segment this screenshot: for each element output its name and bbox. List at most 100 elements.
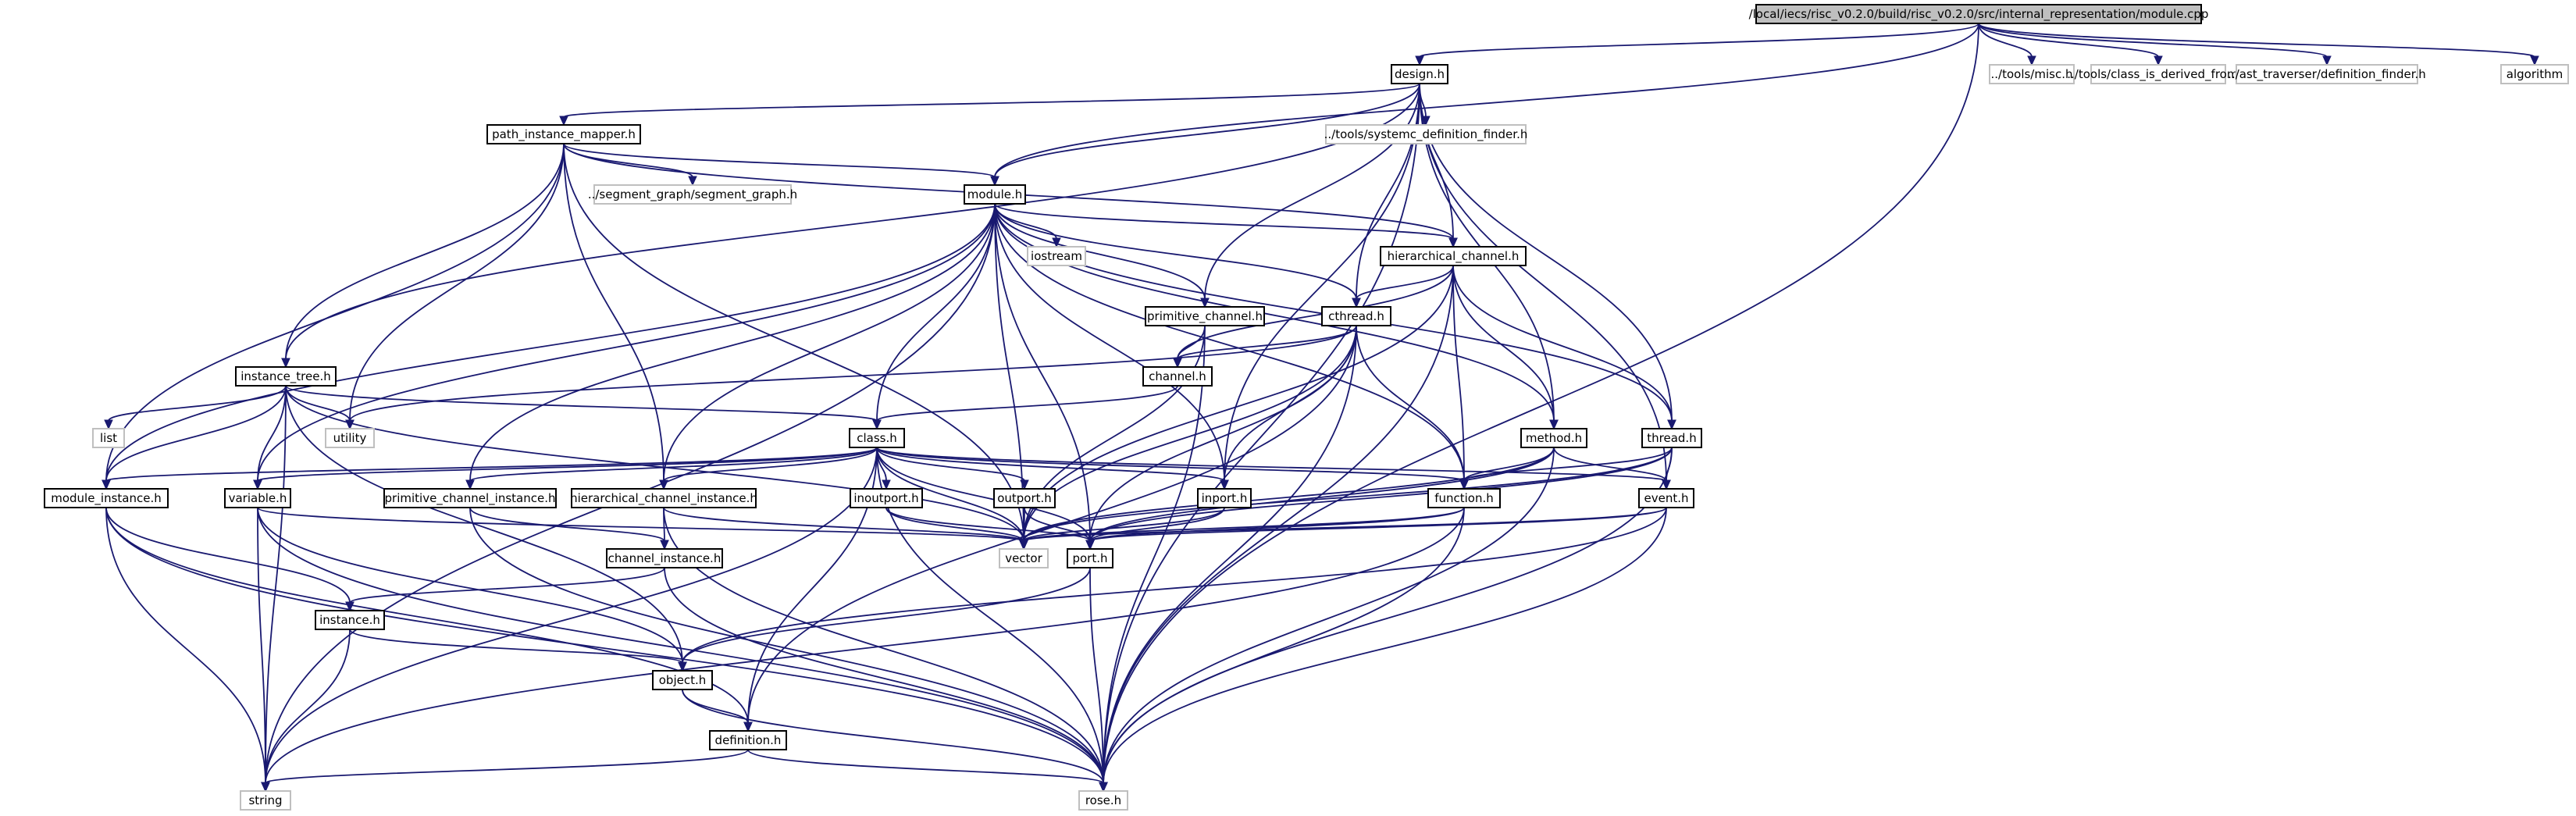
node-thread-h: thread.h xyxy=(1641,428,1702,448)
edge-object_h-to-definition_h xyxy=(682,689,753,732)
node-label: hierarchical_channel_instance.h xyxy=(570,491,757,506)
node-label: ../tools/misc.h xyxy=(1991,67,2073,81)
node-label: list xyxy=(100,431,117,445)
node-module-instance-h: module_instance.h xyxy=(44,488,169,508)
node-iostream: iostream xyxy=(1027,246,1086,266)
node-definition-finder-h: ../ast_traverser/definition_finder.h xyxy=(2228,64,2426,84)
edge-class_h-to-inport_h xyxy=(876,447,1229,490)
node-label: primitive_channel_instance.h xyxy=(385,491,556,506)
edge-hierarchical_channel_h-to-cthread_h xyxy=(1352,265,1454,308)
edge-path_instance_mapper_h-to-module_h xyxy=(563,143,999,187)
edge-module_h-to-hierarchical_channel_instance_h xyxy=(659,203,996,490)
node-label: design.h xyxy=(1395,67,1445,81)
node-label: vector xyxy=(1005,551,1042,565)
edge-module_cpp-to-module_h xyxy=(990,23,1979,187)
edge-module_cpp-to-class_is_derived_from_h xyxy=(1978,23,2163,66)
node-label: outport.h xyxy=(997,491,1052,505)
edge-instance_h-to-object_h xyxy=(349,629,687,672)
edge-module_instance_h-to-instance_h xyxy=(105,507,355,612)
node-label: method.h xyxy=(1526,431,1582,445)
node-hierarchical-channel-h: hierarchical_channel.h xyxy=(1380,246,1527,266)
dependency-edges xyxy=(102,23,2539,793)
node-path-instance-mapper-h: path_instance_mapper.h xyxy=(486,124,641,144)
node-label: cthread.h xyxy=(1328,309,1384,323)
node-event-h: event.h xyxy=(1638,488,1694,508)
edge-hierarchical_channel_h-to-method_h xyxy=(1452,265,1559,430)
edge-class_h-to-outport_h xyxy=(876,447,1029,490)
node-label: definition.h xyxy=(715,733,782,747)
node-label: ../tools/class_is_derived_from.h xyxy=(2067,67,2249,82)
node-primitive-channel-h: primitive_channel.h xyxy=(1145,306,1265,326)
edge-class_h-to-hierarchical_channel_instance_h xyxy=(659,447,878,490)
edge-channel_instance_h-to-instance_h xyxy=(345,567,665,612)
node-label: inoutport.h xyxy=(853,491,918,505)
edge-cthread_h-to-channel_h xyxy=(1173,325,1357,369)
node-misc-h: ../tools/misc.h xyxy=(1989,64,2075,84)
edge-definition_h-to-rose_h xyxy=(747,749,1108,793)
node-class-h: class.h xyxy=(849,428,905,448)
edge-thread_h-to-rose_h xyxy=(1099,447,1673,793)
edge-module_cpp-to-algorithm xyxy=(1978,23,2539,66)
node-instance-h: instance.h xyxy=(315,610,385,630)
node-label: instance_tree.h xyxy=(240,369,331,384)
node-label: ../ast_traverser/definition_finder.h xyxy=(2228,67,2426,82)
node-method-h: method.h xyxy=(1520,428,1587,448)
edge-event_h-to-port_h xyxy=(1085,507,1667,551)
node-label: channel_instance.h xyxy=(608,551,721,566)
node-list: list xyxy=(92,428,125,448)
node-segment-graph-h: ../segment_graph/segment_graph.h xyxy=(588,184,797,205)
node-utility: utility xyxy=(325,428,375,448)
edge-design_h-to-path_instance_mapper_h xyxy=(559,83,1420,126)
edge-instance_tree_h-to-variable_h xyxy=(253,385,287,490)
edge-channel_h-to-class_h xyxy=(872,385,1178,430)
edge-class_h-to-primitive_channel_instance_h xyxy=(465,447,878,490)
edge-class_h-to-variable_h xyxy=(253,447,878,490)
node-channel-h: channel.h xyxy=(1142,366,1213,387)
edge-hierarchical_channel_h-to-thread_h xyxy=(1452,265,1676,430)
node-label: algorithm xyxy=(2507,67,2563,81)
edge-instance_tree_h-to-list xyxy=(104,385,287,430)
node-port-h: port.h xyxy=(1067,548,1113,568)
node-label: thread.h xyxy=(1647,431,1696,445)
edge-thread_h-to-function_h xyxy=(1459,447,1673,490)
node-label: string xyxy=(248,793,282,807)
edge-port_h-to-object_h xyxy=(678,567,1091,672)
node-outport-h: outport.h xyxy=(993,488,1056,508)
edge-variable_h-to-vector xyxy=(257,507,1028,551)
node-label: utility xyxy=(333,431,367,445)
edge-module_cpp-to-definition_finder_h xyxy=(1978,23,2332,66)
edge-path_instance_mapper_h-to-segment_graph_h xyxy=(563,143,697,187)
edge-module_h-to-hierarchical_channel_h xyxy=(994,203,1458,248)
node-object-h: object.h xyxy=(652,670,713,690)
node-label: event.h xyxy=(1644,491,1689,505)
node-primitive-channel-instance-h: primitive_channel_instance.h xyxy=(383,488,557,508)
edge-cthread_h-to-vector xyxy=(1019,325,1357,551)
node-vector: vector xyxy=(999,548,1049,568)
node-inport-h: inport.h xyxy=(1197,488,1252,508)
node-definition-h: definition.h xyxy=(709,730,787,750)
node-label: module_instance.h xyxy=(51,491,162,506)
edge-function_h-to-string xyxy=(261,507,1465,793)
edge-instance_h-to-string xyxy=(261,629,351,793)
node-label: primitive_channel.h xyxy=(1147,309,1263,324)
node-label: port.h xyxy=(1072,551,1107,565)
node-label: ../segment_graph/segment_graph.h xyxy=(588,187,797,202)
file-nodes: /local/iecs/risc_v0.2.0/build/risc_v0.2.… xyxy=(44,4,2569,811)
node-systemc-definition-finder-h: ../tools/systemc_definition_finder.h xyxy=(1324,124,1527,144)
node-cthread-h: cthread.h xyxy=(1321,306,1391,326)
node-design-h: design.h xyxy=(1391,64,1448,84)
node-label: inport.h xyxy=(1202,491,1248,505)
node-channel-instance-h: channel_instance.h xyxy=(606,548,723,568)
node-label: channel.h xyxy=(1149,369,1206,383)
node-algorithm: algorithm xyxy=(2500,64,2569,84)
edge-cthread_h-to-rose_h xyxy=(1099,325,1357,793)
node-label: hierarchical_channel.h xyxy=(1388,249,1520,264)
edge-method_h-to-event_h xyxy=(1553,447,1671,490)
edge-variable_h-to-string xyxy=(257,507,270,793)
edge-function_h-to-rose_h xyxy=(1099,507,1465,793)
node-hierarchical-channel-instance-h: hierarchical_channel_instance.h xyxy=(570,488,757,508)
node-function-h: function.h xyxy=(1427,488,1501,508)
node-label: class.h xyxy=(857,431,897,445)
node-label: rose.h xyxy=(1085,793,1121,807)
edge-instance_tree_h-to-class_h xyxy=(285,385,882,430)
